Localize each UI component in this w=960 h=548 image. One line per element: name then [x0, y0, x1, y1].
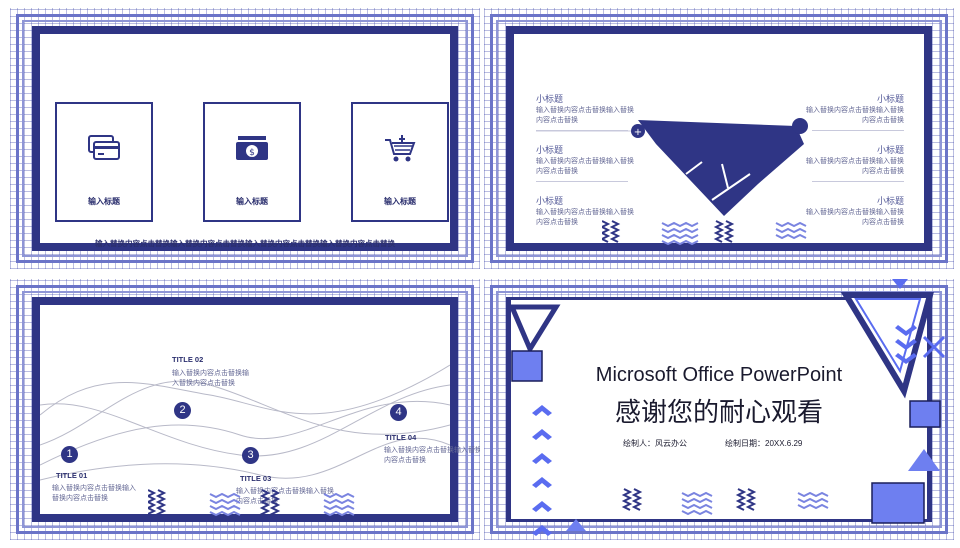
step-number-badge: 1: [61, 446, 78, 463]
item-title: 小标题: [536, 94, 564, 104]
slide-thumbnail-4[interactable]: Microsoft Office PowerPoint 感谢您的耐心观看 绘制人…: [484, 279, 954, 540]
slide-thumbnail-3[interactable]: 1 TITLE 01 输入替换内容点击替换输入替换内容点击替换 2 TITLE …: [10, 279, 480, 540]
divider: [812, 181, 904, 182]
slide-border: [16, 285, 474, 534]
money-icon: $: [205, 134, 299, 167]
slide-thumbnail-2[interactable]: 小标题 输入替换内容点击替换输入替换内容点击替换 小标题 输入替换内容点击替换输…: [484, 8, 954, 269]
feature-card: $ 输入标题: [203, 102, 301, 222]
slide-border: [490, 14, 948, 263]
divider: [812, 130, 904, 131]
step-number-badge: 4: [390, 404, 407, 421]
item-title: 小标题: [536, 196, 564, 206]
step-title: TITLE 01: [56, 471, 88, 480]
card-title: 输入标题: [236, 197, 268, 206]
item-title: 小标题: [876, 145, 904, 155]
step-desc: 输入替换内容点击替换输入替换内容点击替换: [236, 488, 334, 505]
slide-border: [496, 20, 942, 257]
feature-card: 输入标题: [351, 102, 449, 222]
step-number-badge: 2: [174, 402, 191, 419]
card-title: 输入标题: [88, 197, 120, 206]
content-panel: 1 TITLE 01 输入替换内容点击替换输入替换内容点击替换 2 TITLE …: [40, 305, 480, 514]
content-panel: 输入标题 $ 输入标题 输入标题 输入替换内容点击替换输入替换内容点击替换输入替…: [40, 34, 450, 248]
v-shape-graphic: +: [536, 118, 808, 216]
shopping-cart-icon: [353, 134, 447, 169]
card-title: 输入标题: [384, 197, 416, 206]
divider: [536, 181, 628, 182]
wave-lines: [40, 364, 450, 481]
item-desc: 输入替换内容点击替换输入替换内容点击替换: [536, 209, 634, 226]
item-desc: 输入替换内容点击替换输入替换内容点击替换: [806, 209, 904, 226]
slide-border: [22, 20, 468, 257]
svg-text:$: $: [249, 148, 255, 158]
geometric-decorations: [508, 279, 946, 536]
step-title: TITLE 04: [385, 433, 417, 442]
step-desc: 输入替换内容点击替换输入替换内容点击替换: [384, 447, 480, 464]
slide-border: [16, 14, 474, 263]
item-title: 小标题: [876, 94, 904, 104]
item-title: 小标题: [536, 145, 564, 155]
step-number-badge: 3: [242, 447, 259, 464]
item-desc: 输入替换内容点击替换输入替换内容点击替换: [536, 107, 634, 124]
item-desc: 输入替换内容点击替换输入替换内容点击替换: [806, 158, 904, 175]
author-label: 绘制人：风云办公: [623, 439, 687, 448]
item-title: 小标题: [876, 196, 904, 206]
feature-card: 输入标题: [55, 102, 153, 222]
svg-text:+: +: [634, 127, 642, 138]
step-title: TITLE 03: [240, 474, 272, 483]
slide-border: [22, 291, 468, 528]
presentation-title: Microsoft Office PowerPoint: [595, 364, 843, 386]
slide-border: [496, 291, 942, 528]
credit-card-icon: [57, 134, 151, 167]
content-panel: 小标题 输入替换内容点击替换输入替换内容点击替换 小标题 输入替换内容点击替换输…: [514, 34, 924, 246]
slide-border: [490, 285, 948, 534]
slide-thumbnail-1[interactable]: 输入标题 $ 输入标题 输入标题 输入替换内容点击替换输入替换内容点击替换输入替…: [10, 8, 480, 269]
zigzag-decoration: [148, 489, 355, 518]
step-desc: 输入替换内容点击替换输入替换内容点击替换: [172, 370, 249, 387]
item-desc: 输入替换内容点击替换输入替换内容点击替换: [536, 158, 634, 175]
description-text: 输入替换内容点击替换输入替换内容点击替换输入替换内容点击替换输入替换内容点击替换: [95, 239, 395, 248]
item-desc: 输入替换内容点击替换输入替换内容点击替换: [806, 107, 904, 124]
step-title: TITLE 02: [172, 355, 204, 364]
thank-you-title: 感谢您的耐心观看: [614, 398, 823, 428]
content-panel: Microsoft Office PowerPoint 感谢您的耐心观看 绘制人…: [508, 297, 930, 522]
zigzag-decoration: [602, 220, 807, 246]
step-desc: 输入替换内容点击替换输入替换内容点击替换: [52, 485, 136, 502]
date-label: 绘制日期：20XX.6.29: [725, 439, 803, 448]
